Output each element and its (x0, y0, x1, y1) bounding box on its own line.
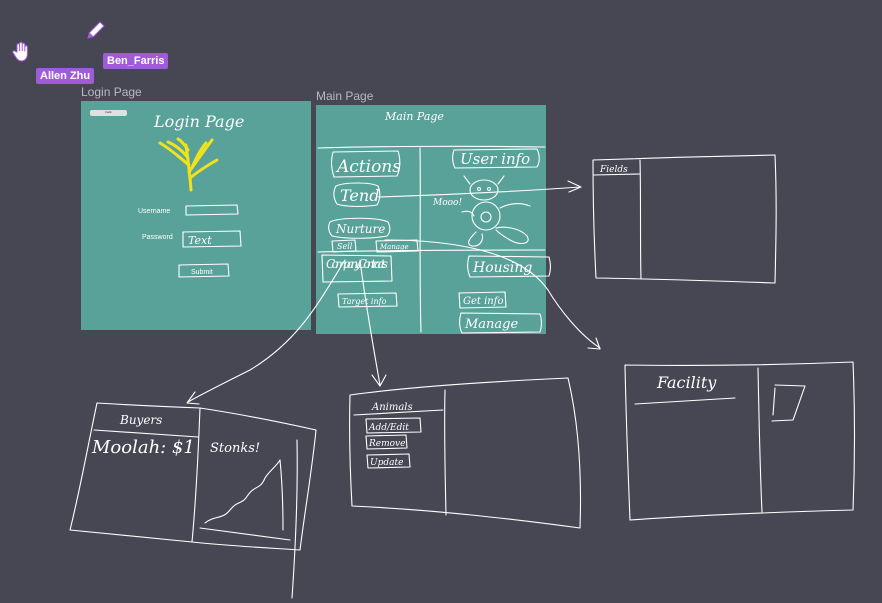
password-input[interactable]: Text (182, 230, 242, 248)
svg-text:Housing: Housing (472, 260, 532, 276)
login-page-frame[interactable]: back Username Password (81, 101, 311, 330)
svg-text:Get info: Get info (463, 296, 503, 307)
animals-remove-button[interactable]: Remove (365, 434, 408, 450)
manage-button[interactable]: Manage (459, 312, 543, 334)
collaborator-tag-ben: Ben_Farris (103, 53, 169, 69)
buyers-sketch[interactable]: Buyers Moolah: $1 Stonks! (69, 402, 317, 599)
pencil-icon[interactable] (84, 18, 108, 42)
collaborator-tag-allen: Allen Zhu (36, 68, 95, 84)
facility-door-sketch (771, 384, 806, 422)
sell-button[interactable]: Sell (331, 239, 357, 253)
hand-icon[interactable] (10, 40, 34, 64)
animals-update-button[interactable]: Update (366, 453, 411, 469)
main-page-frame[interactable] (316, 105, 546, 334)
plant-doodle (158, 137, 219, 192)
svg-text:Mooo!: Mooo! (432, 198, 462, 208)
submit-button[interactable]: Submit (178, 263, 230, 278)
main-grid-horizontal-top (317, 145, 546, 149)
user-info-button[interactable]: User info (452, 148, 540, 169)
target-info-button[interactable]: Target info (337, 292, 398, 308)
buyers-title: Buyers (119, 413, 162, 427)
main-frame-label[interactable]: Main Page (316, 89, 374, 103)
nurture-button[interactable]: Nurture (328, 217, 391, 239)
stonks-chart-line (204, 459, 284, 531)
arrow-to-buyers (186, 259, 346, 405)
get-info-button[interactable]: Get info (458, 291, 507, 309)
animals-sketch[interactable]: Animals Add/Edit Remove Update (349, 377, 582, 529)
svg-text:Target info: Target info (342, 297, 387, 306)
main-title: Main Page (384, 110, 444, 123)
svg-text:Remove: Remove (368, 439, 405, 449)
svg-text:User info: User info (460, 150, 530, 168)
fields-sketch[interactable]: Fields (592, 154, 777, 284)
svg-text:Add/Edit: Add/Edit (368, 423, 409, 433)
cow-doodle: Mooo! (432, 175, 531, 247)
svg-text:Manage: Manage (379, 243, 409, 251)
svg-text:Manage: Manage (464, 317, 519, 332)
buyers-price: Moolah: $1 (91, 437, 195, 458)
login-title: Login Page (153, 112, 244, 131)
arrow-housing-to-facility (384, 239, 601, 350)
actions-button[interactable]: Actions (331, 150, 402, 178)
facility-title: Facility (656, 373, 717, 392)
svg-text:Actions: Actions (335, 157, 401, 177)
facility-sketch[interactable]: Facility (624, 361, 856, 521)
username-input[interactable] (185, 204, 239, 216)
svg-text:Nurture: Nurture (335, 222, 385, 236)
arrow-tend-to-fields (377, 180, 582, 198)
svg-text:Tend: Tend (340, 186, 379, 205)
company-contracts-button[interactable]: Company Contracts (321, 254, 393, 283)
submit-label: Submit (191, 269, 213, 276)
login-frame-label[interactable]: Login Page (81, 85, 142, 99)
tend-button[interactable]: Tend (333, 182, 381, 207)
animals-add-edit-button[interactable]: Add/Edit (365, 417, 422, 434)
animals-title: Animals (371, 402, 413, 413)
fields-title: Fields (599, 165, 628, 175)
svg-text:Sell: Sell (337, 242, 353, 251)
password-value: Text (188, 234, 212, 247)
username-label: Username (138, 208, 171, 215)
svg-text:Company Contracts: Company Contracts (326, 257, 388, 271)
svg-text:Update: Update (370, 458, 403, 468)
arrow-to-animals (359, 259, 387, 387)
main-grid-vertical (419, 147, 422, 333)
back-button[interactable]: back (90, 110, 127, 116)
buyers-chart-label: Stonks! (210, 441, 260, 456)
password-label: Password (142, 234, 173, 241)
